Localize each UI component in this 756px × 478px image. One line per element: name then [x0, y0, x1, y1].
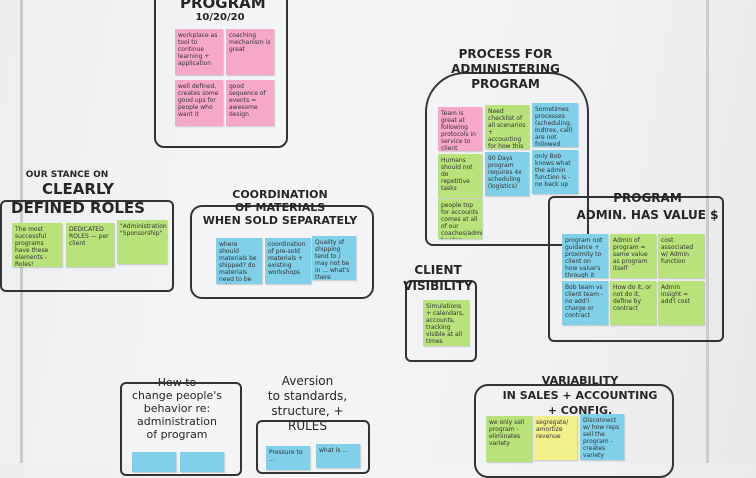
program-frame — [154, 0, 288, 148]
sticky-note: program not guidance + proximity to clie… — [562, 234, 608, 278]
sticky-note: well defined, creates some good ups for … — [175, 80, 223, 126]
sticky-note: where should materials be shipped? do ma… — [216, 238, 262, 284]
sticky-note: cost associated w/ Admin function — [658, 234, 704, 278]
coordination-frame — [190, 205, 374, 299]
aversion-title: Aversion to standards, structure, + RULE… — [267, 374, 348, 433]
admin-value-title: PROGRAM ADMIN. HAS VALUE $ — [576, 191, 719, 222]
program-title: PROGRAM — [180, 0, 266, 12]
program-date: 10/20/20 — [195, 12, 245, 23]
sticky-note: only Bob knows what the admin function i… — [532, 150, 578, 194]
process-frame — [425, 72, 589, 246]
sticky-note: Humans should not do repetitive tasks — [438, 154, 482, 198]
process-title: PROCESS FOR ADMINISTERING PROGRAM — [451, 47, 560, 91]
sticky-note: Disconnect w/ how reps sell the program … — [580, 414, 624, 460]
variability-title: VARIABILITY IN SALES + ACCOUNTING + CONF… — [502, 374, 658, 417]
sticky-note: Quality of shipping tend to / may not be… — [312, 236, 356, 280]
sticky-note: DEDICATED ROLES — per client — [66, 223, 114, 267]
sticky-note: The most successful programs have these … — [12, 223, 62, 267]
sticky-note — [132, 452, 176, 472]
client-visibility-frame — [405, 280, 477, 362]
sticky-note: good sequence of events = awesome design — [226, 80, 274, 126]
sticky-note: Need checklist of all scenarios + accoun… — [485, 105, 529, 149]
sticky-note: people top for accounts comes at all of … — [438, 199, 482, 239]
sticky-note: we only sell program - eliminates variet… — [486, 416, 532, 462]
sticky-note: Pressure to ... — [266, 446, 310, 470]
stance-subtitle: OUR STANCE ON — [25, 170, 109, 180]
sticky-note: Admin insight = add'l cost — [658, 281, 704, 325]
sticky-note: segregate/ amortize revenue — [533, 416, 577, 460]
sticky-note: How do it, or not do it, define by contr… — [610, 281, 656, 325]
sticky-note: Sometimes processes (scheduling, Indtrex… — [532, 103, 578, 147]
sticky-note: Simulations + calendars, accounts, track… — [423, 300, 469, 346]
sticky-note: coordination of pre-sold materials + exi… — [265, 238, 311, 284]
coordination-title: COORDINATION OF MATERIALS WHEN SOLD SEPA… — [202, 188, 358, 227]
sticky-note: Team is great at following protocols in … — [438, 107, 482, 151]
sticky-note: Bob team vs client team - no add'l charg… — [562, 281, 608, 325]
sticky-note: what is ... — [316, 444, 360, 468]
admin-value-frame — [548, 196, 724, 342]
sticky-note: "Administration" "Sponsorship" — [117, 220, 167, 264]
sticky-note: Admin of program = same value as program… — [610, 234, 656, 278]
whiteboard-seam-right — [706, 0, 709, 463]
sticky-note: 90 Days program requires 4x scheduling (… — [485, 152, 529, 196]
stance-frame — [0, 200, 174, 292]
stance-title: CLEARLY DEFINED ROLES — [11, 180, 145, 217]
sticky-note — [180, 452, 224, 472]
sticky-note: coaching mechanism is great — [226, 29, 274, 75]
sticky-note: workplace as tool to continue learning +… — [175, 29, 223, 75]
client-visibility-title: CLIENT VISIBILITY — [403, 263, 473, 293]
